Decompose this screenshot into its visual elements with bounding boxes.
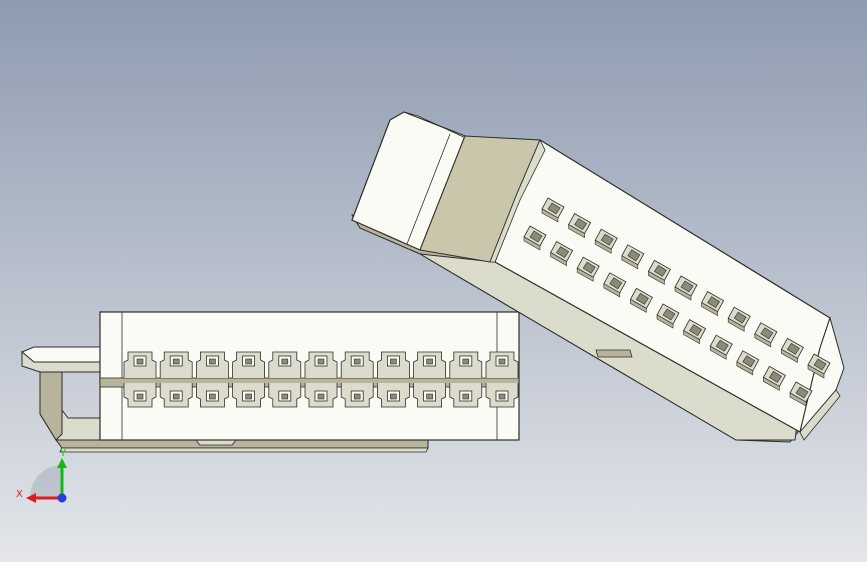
triad-y-label: Y: [59, 448, 67, 459]
connector-front-view[interactable]: [21, 311, 520, 453]
pin-cavity: [377, 383, 410, 408]
pin-cavity: [413, 351, 446, 378]
pin-cavities-front: [123, 351, 519, 408]
pin-cavity: [159, 351, 193, 378]
triad-x-arrow-icon: [26, 493, 36, 503]
pin-cavity: [523, 225, 547, 251]
pin-cavity: [413, 383, 446, 408]
pin-cavity: [789, 381, 813, 407]
pin-cavity: [449, 383, 483, 408]
triad-y-arrow-icon: [57, 458, 67, 468]
pin-cavity: [736, 350, 760, 376]
pin-cavity: [754, 322, 778, 348]
pin-cavity: [449, 351, 483, 378]
pin-cavity: [674, 275, 698, 301]
pin-cavity: [159, 383, 193, 408]
pin-cavity: [780, 337, 804, 363]
pin-cavity: [709, 334, 733, 360]
connector-isometric-view[interactable]: [351, 111, 845, 443]
pin-cavity: [621, 244, 645, 270]
triad-plane-marker: [30, 465, 62, 497]
pin-cavity: [576, 256, 600, 282]
triad-z-axis-dot: [57, 493, 67, 503]
pin-cavity: [123, 383, 157, 408]
pin-cavity: [683, 319, 707, 345]
pin-cavities-isometric: [523, 197, 831, 407]
triad-x-label: X: [16, 489, 23, 500]
pin-cavity: [340, 383, 374, 408]
pin-cavity: [550, 241, 574, 267]
pin-cavity: [268, 383, 302, 408]
pin-cavity: [701, 291, 725, 317]
pin-cavity: [232, 383, 265, 408]
pin-cavity: [485, 383, 519, 408]
pin-cavity: [196, 351, 229, 378]
pin-cavity: [196, 383, 229, 408]
pin-cavity: [568, 213, 592, 239]
pin-cavity: [123, 351, 157, 378]
pin-cavity: [541, 197, 565, 223]
pin-cavity: [304, 351, 338, 378]
pin-cavity: [629, 287, 653, 313]
pin-cavity: [232, 351, 265, 378]
pin-cavity: [304, 383, 338, 408]
pin-cavity: [807, 353, 831, 379]
pin-cavity: [656, 303, 680, 329]
pin-cavity: [647, 259, 671, 285]
coordinate-triad[interactable]: X Y: [16, 448, 67, 503]
pin-cavity: [485, 351, 519, 378]
pin-cavity: [340, 351, 374, 378]
pin-cavity: [603, 272, 627, 298]
pin-cavity: [594, 228, 618, 254]
pin-cavity: [762, 365, 786, 391]
pin-cavity: [268, 351, 302, 378]
pin-cavity: [377, 351, 410, 378]
pin-cavity: [727, 306, 751, 332]
